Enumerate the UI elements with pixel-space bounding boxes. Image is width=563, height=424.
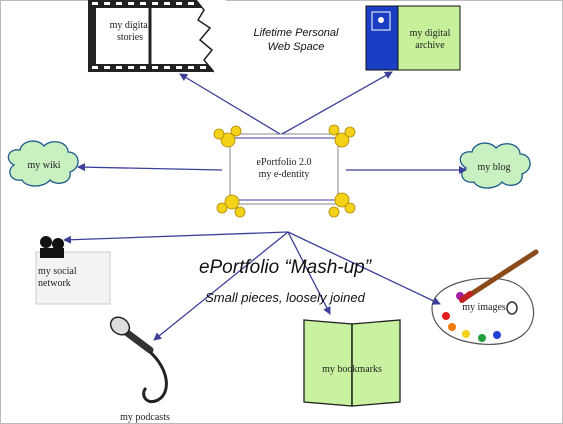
label-digital-stories: my digital stories — [100, 20, 160, 44]
label-bookmarks: my bookmarks — [322, 364, 382, 375]
label-line: archive — [415, 40, 445, 51]
label-blog: my blog — [477, 162, 511, 173]
mashup-subtitle: Small pieces, loosely joined — [205, 290, 365, 305]
mashup-title: ePortfolio “Mash-up” — [198, 257, 372, 278]
center-line-2: my e-dentity — [258, 169, 310, 180]
label-social-network: my social network — [38, 266, 108, 290]
label-digital-archive: my digital archive — [400, 28, 460, 52]
microphone-icon — [109, 316, 168, 403]
label-line: stories — [116, 32, 144, 43]
cloud-icon — [7, 140, 79, 187]
label-images: my images — [462, 302, 506, 313]
flower-icon-group — [213, 124, 356, 218]
label-line: my digital — [109, 20, 151, 31]
center-label: ePortfolio 2.0 my e-dentity — [240, 157, 328, 181]
label-line: network — [38, 278, 71, 289]
archive-icon — [365, 5, 461, 71]
eportfolio-card — [229, 133, 339, 205]
flower-icon — [216, 194, 246, 218]
connector-arrows — [63, 71, 467, 341]
cloud-icon — [459, 142, 531, 189]
label-wiki: my wiki — [27, 160, 61, 171]
label-line: my social — [38, 266, 77, 277]
film-strip-icon — [88, 0, 226, 73]
palette-icon — [431, 249, 539, 345]
flower-icon — [328, 192, 356, 218]
caption-line: Lifetime Personal — [253, 27, 339, 39]
caption-line: Web Space — [267, 41, 325, 53]
social-network-icon — [35, 236, 111, 305]
lifetime-caption: Lifetime Personal Web Space — [236, 26, 356, 54]
flower-icon — [213, 125, 242, 148]
flower-icon — [328, 124, 356, 148]
center-line-1: ePortfolio 2.0 — [256, 157, 312, 168]
label-line: my digital — [409, 28, 451, 39]
book-icon — [303, 319, 401, 407]
label-podcasts: my podcasts — [120, 412, 170, 423]
